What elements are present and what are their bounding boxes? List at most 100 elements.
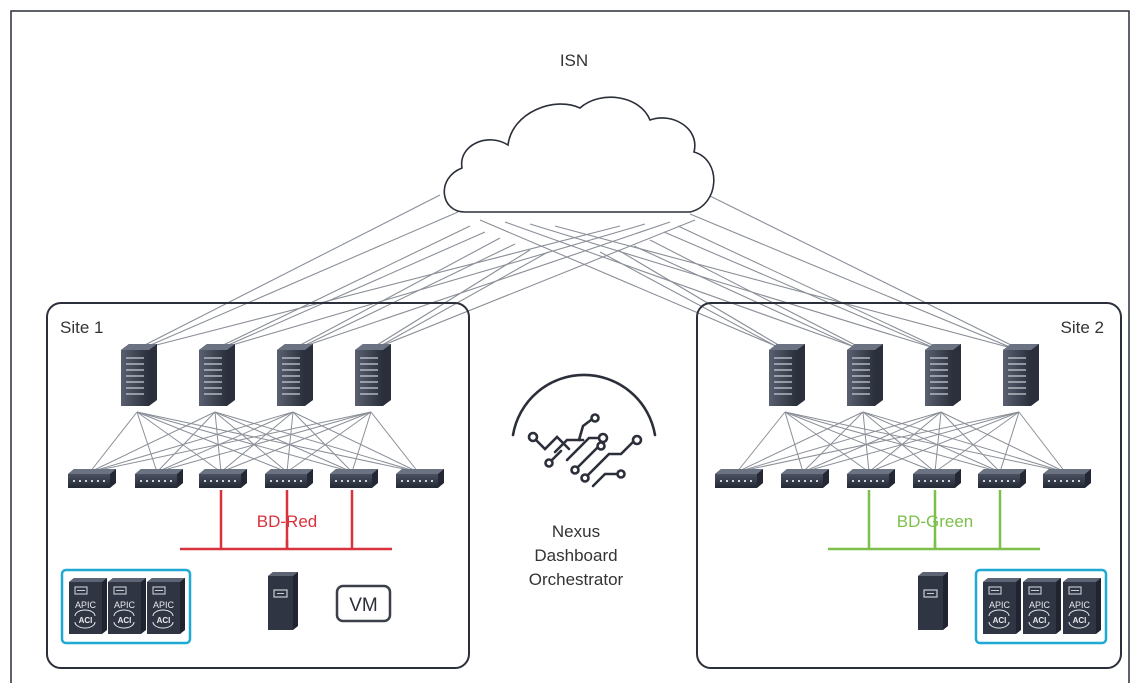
fabric-link bbox=[214, 411, 288, 473]
fabric-link bbox=[220, 411, 294, 473]
fabric-link bbox=[370, 411, 419, 473]
fabric-link bbox=[89, 411, 372, 473]
apic-label: APIC bbox=[75, 600, 97, 610]
aci-logo-label: ACI bbox=[1033, 616, 1047, 625]
spine-switch-icon bbox=[1002, 343, 1040, 407]
orchestrator-line-3: Orchestrator bbox=[529, 570, 624, 589]
fabric-link bbox=[286, 411, 372, 473]
isn-link bbox=[214, 223, 646, 351]
fabric-link bbox=[862, 411, 870, 473]
bd-red-label: BD-Red bbox=[257, 512, 317, 531]
fabric-link bbox=[1018, 411, 1066, 473]
aci-logo-label: ACI bbox=[79, 616, 93, 625]
fabric-link bbox=[868, 411, 942, 473]
fabric-link bbox=[802, 411, 942, 473]
leaf-switch-icon bbox=[1043, 469, 1091, 488]
aci-logo-label: ACI bbox=[118, 616, 132, 625]
fabric-link bbox=[89, 411, 294, 473]
fabric-link bbox=[156, 411, 216, 473]
isn-link bbox=[649, 239, 866, 351]
isn-link bbox=[294, 243, 516, 351]
orchestrator-logo-icon bbox=[511, 373, 657, 488]
leaf-switch-icon bbox=[135, 469, 183, 488]
isn-link bbox=[138, 211, 459, 351]
fabric-link bbox=[156, 411, 294, 473]
apic-controller-icon: APIC ACI bbox=[1023, 578, 1061, 634]
isn-link bbox=[599, 251, 784, 351]
fabric-link bbox=[784, 411, 1001, 473]
fabric-link bbox=[736, 411, 786, 473]
vm-label: VM bbox=[349, 595, 378, 616]
leaf-switch-icon bbox=[913, 469, 961, 488]
endpoint-server-site-2 bbox=[917, 571, 949, 631]
isn-link bbox=[677, 225, 944, 351]
fabric-link bbox=[784, 411, 870, 473]
leaf-switch-icon bbox=[715, 469, 763, 488]
apic-label: APIC bbox=[114, 600, 136, 610]
isn-link bbox=[216, 231, 486, 351]
leaf-switch-icon bbox=[396, 469, 444, 488]
outer-frame bbox=[10, 10, 1130, 688]
apic-controller-icon: APIC ACI bbox=[69, 578, 107, 634]
vm-box bbox=[335, 584, 392, 623]
fabric-link bbox=[736, 411, 942, 473]
isn-label: ISN bbox=[560, 51, 588, 70]
spine-switch-icon bbox=[276, 343, 314, 407]
fabric-link bbox=[940, 411, 1001, 473]
apic-label: APIC bbox=[1069, 600, 1091, 610]
fabric-link bbox=[999, 411, 1020, 473]
aci-logo-label: ACI bbox=[157, 616, 171, 625]
orchestrator-line-1: Nexus bbox=[552, 522, 600, 541]
apic-controller-icon: APIC ACI bbox=[1063, 578, 1101, 634]
fabric-link bbox=[214, 411, 353, 473]
fabric-link bbox=[292, 411, 419, 473]
isn-link bbox=[212, 225, 471, 351]
leaf-switch-icon bbox=[781, 469, 829, 488]
fabric-link bbox=[940, 411, 1066, 473]
leaf-switch-icon bbox=[68, 469, 116, 488]
spine-switch-icon bbox=[198, 343, 236, 407]
fabric-link bbox=[862, 411, 1066, 473]
isn-link bbox=[617, 249, 788, 351]
link-lines bbox=[89, 194, 1066, 473]
spine-switch-icon bbox=[354, 343, 392, 407]
spine-switch-icon bbox=[924, 343, 962, 407]
isn-link bbox=[372, 251, 549, 351]
apic-label: APIC bbox=[989, 600, 1011, 610]
fabric-link bbox=[89, 411, 216, 473]
fabric-link bbox=[784, 411, 936, 473]
orchestrator-line-2: Dashboard bbox=[534, 546, 617, 565]
spine-switch-icon bbox=[768, 343, 806, 407]
fabric-link bbox=[802, 411, 864, 473]
spine-switch-icon bbox=[846, 343, 884, 407]
leaf-switch-icon bbox=[847, 469, 895, 488]
apic-units: APICACIAPICACIAPICACIAPICACIAPICACIAPICA… bbox=[69, 578, 1101, 634]
site-2-label: Site 2 bbox=[1061, 318, 1104, 337]
spine-switch-icon bbox=[120, 343, 158, 407]
aci-logo-label: ACI bbox=[1073, 616, 1087, 625]
fabric-link bbox=[136, 411, 353, 473]
isn-link bbox=[689, 213, 1018, 351]
fabric-link bbox=[736, 411, 864, 473]
apic-label: APIC bbox=[1029, 600, 1051, 610]
fabric-link bbox=[862, 411, 936, 473]
bd-red: BD-Red bbox=[180, 490, 392, 551]
apic-cluster-site-1 bbox=[60, 568, 192, 645]
isn-link bbox=[504, 221, 864, 351]
isn-link bbox=[663, 231, 940, 351]
isn-link bbox=[134, 194, 441, 351]
isn-link bbox=[709, 195, 1022, 351]
bd-green-label: BD-Green bbox=[897, 512, 974, 531]
leaf-switch-icon bbox=[978, 469, 1026, 488]
fabric-link bbox=[220, 411, 372, 473]
fabric-link bbox=[784, 411, 804, 473]
fabric-link bbox=[214, 411, 419, 473]
site-2-container bbox=[696, 302, 1122, 669]
fabric-link bbox=[136, 411, 288, 473]
isn-link bbox=[290, 237, 501, 351]
fabric-link bbox=[784, 411, 1066, 473]
leaf-switch-icon bbox=[199, 469, 247, 488]
